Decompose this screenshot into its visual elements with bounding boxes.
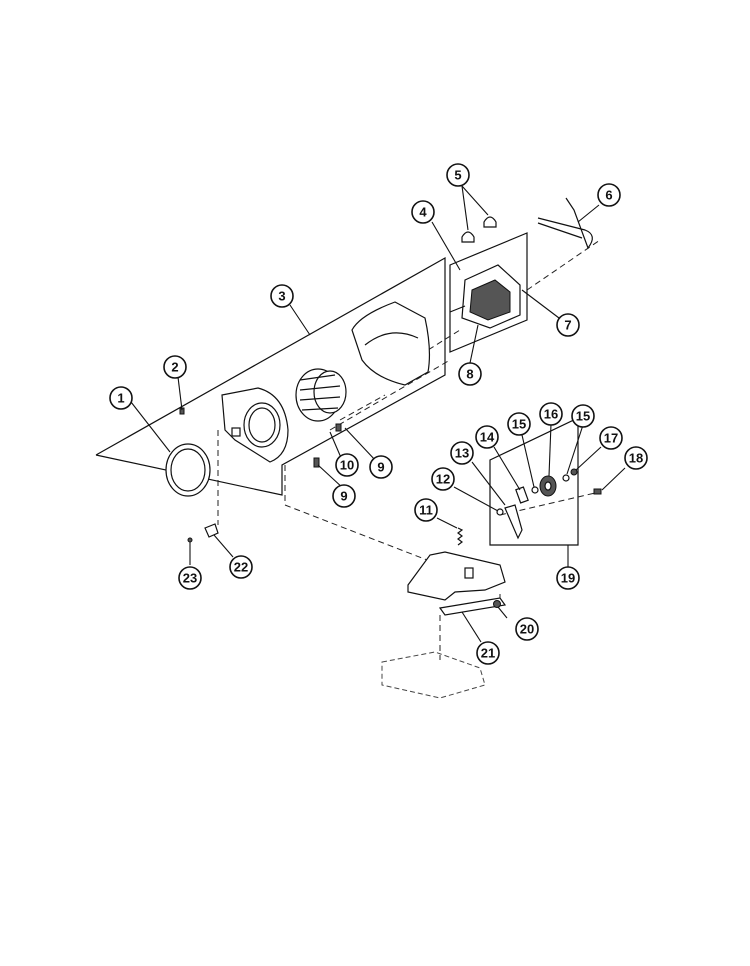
callout-14: 14 bbox=[475, 425, 499, 449]
part-17-nut bbox=[570, 468, 578, 476]
part-15-washers bbox=[531, 474, 570, 494]
part-1-ring-seal bbox=[165, 443, 211, 497]
callout-12: 12 bbox=[431, 467, 455, 491]
svg-text:18: 18 bbox=[629, 451, 643, 466]
callout-2: 2 bbox=[163, 355, 187, 379]
callout-23: 23 bbox=[178, 566, 202, 590]
part-22-clip bbox=[204, 523, 219, 538]
callout-4: 4 bbox=[411, 200, 435, 224]
svg-text:17: 17 bbox=[604, 431, 618, 446]
callout-19: 19 bbox=[556, 566, 580, 590]
housing-panel bbox=[95, 256, 446, 496]
svg-text:12: 12 bbox=[436, 472, 450, 487]
svg-text:11: 11 bbox=[419, 503, 433, 518]
part-6-drive-belt bbox=[537, 197, 593, 250]
svg-text:15: 15 bbox=[512, 417, 526, 432]
part-11-spring bbox=[457, 527, 464, 546]
callout-7: 7 bbox=[556, 313, 580, 337]
svg-text:19: 19 bbox=[561, 571, 575, 586]
svg-text:4: 4 bbox=[419, 205, 427, 220]
svg-text:15: 15 bbox=[576, 409, 590, 424]
part-12-washer bbox=[496, 508, 504, 516]
callout-11: 11 bbox=[414, 498, 438, 522]
svg-text:6: 6 bbox=[605, 188, 612, 203]
callout-9-lower: 9 bbox=[332, 484, 356, 508]
svg-text:14: 14 bbox=[480, 430, 495, 445]
bracket-panel bbox=[489, 417, 579, 546]
part-18-bolt bbox=[593, 488, 602, 495]
part-9-screw-lower bbox=[313, 457, 320, 468]
callout-15-left: 15 bbox=[507, 412, 531, 436]
callout-18: 18 bbox=[624, 446, 648, 470]
motor-panel bbox=[449, 232, 528, 353]
svg-text:1: 1 bbox=[117, 391, 124, 406]
callout-6: 6 bbox=[597, 183, 621, 207]
callout-8: 8 bbox=[458, 362, 482, 386]
callout-5: 5 bbox=[446, 163, 470, 187]
callout-3: 3 bbox=[270, 284, 294, 308]
callout-10: 10 bbox=[335, 453, 359, 477]
callout-17: 17 bbox=[599, 426, 623, 450]
part-20-nut bbox=[493, 600, 501, 608]
svg-text:20: 20 bbox=[520, 622, 534, 637]
part-3-blower-housing-front bbox=[221, 387, 289, 463]
callout-16: 16 bbox=[539, 402, 563, 426]
svg-text:16: 16 bbox=[544, 407, 558, 422]
svg-text:9: 9 bbox=[377, 460, 384, 475]
callout-9-upper: 9 bbox=[369, 455, 393, 479]
callout-13: 13 bbox=[450, 441, 474, 465]
svg-text:22: 22 bbox=[234, 560, 248, 575]
part-13-arm bbox=[504, 504, 523, 540]
part-16-pulley bbox=[539, 475, 557, 497]
svg-text:9: 9 bbox=[340, 489, 347, 504]
callout-20: 20 bbox=[515, 617, 539, 641]
ghost-cabinet-base bbox=[381, 651, 486, 699]
svg-text:21: 21 bbox=[481, 646, 495, 661]
part-9-screw-upper bbox=[335, 423, 342, 432]
leader-lines bbox=[130, 185, 626, 643]
callout-1: 1 bbox=[109, 386, 133, 410]
svg-text:10: 10 bbox=[340, 458, 354, 473]
callout-15-right: 15 bbox=[571, 404, 595, 428]
part-10-blower-wheel bbox=[295, 368, 347, 422]
part-5-motor-clamps bbox=[461, 216, 497, 243]
part-23-screw bbox=[187, 537, 193, 543]
svg-text:8: 8 bbox=[466, 367, 473, 382]
svg-text:23: 23 bbox=[183, 571, 197, 586]
callout-22: 22 bbox=[229, 555, 253, 579]
part-4-motor bbox=[449, 264, 521, 329]
svg-text:7: 7 bbox=[564, 318, 571, 333]
svg-text:13: 13 bbox=[455, 446, 469, 461]
svg-text:3: 3 bbox=[278, 289, 285, 304]
part-blower-housing-rear bbox=[351, 301, 431, 386]
svg-text:5: 5 bbox=[454, 168, 461, 183]
callout-21: 21 bbox=[476, 641, 500, 665]
part-21-bracket-base bbox=[407, 551, 507, 616]
svg-text:2: 2 bbox=[171, 360, 178, 375]
part-14-pin bbox=[515, 486, 529, 504]
